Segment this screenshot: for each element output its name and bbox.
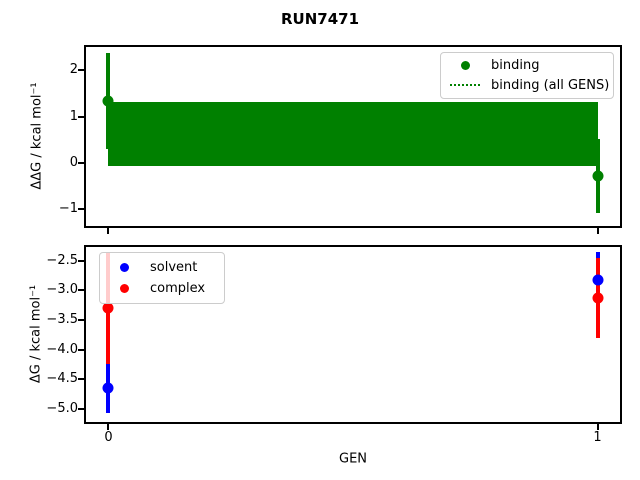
y-tick-label: 1 [69, 108, 78, 124]
y-tick-label: −3.5 [46, 312, 78, 328]
y-tick-mark [78, 115, 84, 118]
y-tick-mark [78, 208, 84, 211]
binding-data-point [592, 170, 604, 182]
y-tick-label: −3.0 [46, 282, 78, 298]
y-tick-label: −4.5 [46, 371, 78, 387]
x-tick-mark [107, 228, 110, 234]
y-tick-label: −1 [58, 201, 78, 217]
all-gens-band [108, 102, 598, 166]
binding-dot-icon [460, 61, 470, 71]
dotted-line-icon [450, 84, 480, 87]
legend-label-binding-all-gens: binding (all GENS) [491, 77, 610, 93]
binding-data-point [102, 95, 114, 107]
y-tick-mark [78, 378, 84, 381]
top-legend: binding binding (all GENS) [440, 52, 614, 99]
complex-dot-icon [119, 284, 129, 294]
solvent-dot-icon [119, 262, 129, 272]
y-tick-label: −2.5 [46, 252, 78, 268]
y-tick-mark [78, 161, 84, 164]
x-tick-label: 1 [593, 430, 602, 445]
legend-entry-binding: binding [447, 56, 607, 76]
y-tick-mark [78, 259, 84, 262]
legend-entry-solvent: solvent [106, 257, 218, 278]
legend-entry-complex: complex [106, 278, 218, 299]
y-tick-mark [78, 348, 84, 351]
top-axes: binding binding (all GENS) 2 1 0 −1 [59, 45, 622, 234]
solvent-data-point [102, 382, 114, 394]
y-tick-label: 2 [69, 62, 78, 78]
y-tick-label: 0 [69, 154, 78, 170]
y-tick-mark [78, 407, 84, 410]
x-tick-label: 0 [104, 430, 113, 445]
legend-entry-binding-all-gens: binding (all GENS) [447, 76, 610, 96]
bottom-legend: solvent complex [99, 252, 225, 304]
y-tick-mark [78, 289, 84, 292]
complex-data-point [592, 292, 604, 304]
top-y-axis-label: ΔΔG / kcal mol⁻¹ [29, 82, 45, 190]
x-tick-mark [107, 424, 110, 430]
legend-glyph-box [447, 61, 483, 71]
y-tick-mark [78, 319, 84, 322]
bottom-y-axis-label: ΔG / kcal mol⁻¹ [28, 284, 44, 384]
x-tick-mark [596, 424, 599, 430]
solvent-data-point [592, 274, 604, 286]
figure-title: RUN7471 [280, 10, 360, 28]
y-tick-mark [78, 69, 84, 72]
x-axis-label: GEN [338, 451, 368, 467]
y-tick-label: −5.0 [46, 400, 78, 416]
legend-glyph-box [447, 84, 483, 87]
x-tick-mark [596, 228, 599, 234]
y-tick-label: −4.0 [46, 341, 78, 357]
legend-glyph-box [106, 284, 142, 294]
legend-label-complex: complex [150, 281, 206, 297]
legend-label-solvent: solvent [150, 259, 198, 275]
legend-glyph-box [106, 262, 142, 272]
complex-data-point [102, 302, 114, 314]
legend-label-binding: binding [491, 58, 540, 74]
bottom-axes: solvent complex −2.5 −3.0 −3.5 −4.0 −4.5 −5.0… [46, 245, 622, 445]
